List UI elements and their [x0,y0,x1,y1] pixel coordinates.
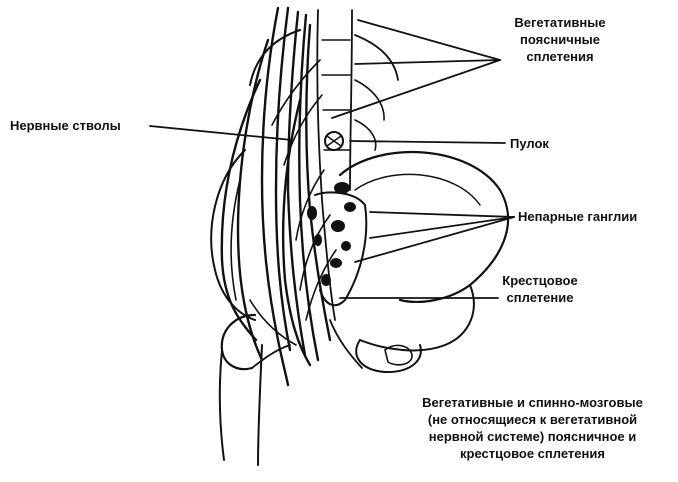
leader-ganglia-3 [355,217,514,262]
left-ilium [211,150,255,320]
iliac-crest-inner [355,174,480,205]
label-nerve-trunks: Нервные стволы [10,117,121,134]
ilium-lower [360,285,474,350]
ribs-mid [355,80,384,120]
leader-veg-lumbar-1 [358,20,500,60]
spine-left-edge [317,10,335,320]
label-bundle: Пулок [510,135,549,152]
label-sacral-line1: Крестцовое [495,272,585,289]
label-veg-lumbar-plexuses: Вегетативные поясничные сплетения [500,14,620,65]
leader-veg-lumbar-2 [355,60,500,64]
femur-head [222,315,255,369]
label-veg-lumbar-line3: сплетения [500,48,620,65]
ribs-mid-2 [355,120,376,150]
ribs-upper-2 [355,35,398,80]
label-bottom-line3: нервной системе) поясничное и [390,428,675,445]
label-veg-lumbar-line1: Вегетативные [500,14,620,31]
label-sacral-line2: сплетение [495,289,585,306]
leader-ganglia-2 [370,217,514,238]
label-bottom-line4: крестцовое сплетения [390,445,675,462]
leader-bundle [350,141,505,143]
leader-ganglia-1 [370,212,514,217]
label-unpaired-ganglia: Непарные ганглии [518,208,637,225]
pubic-arch [356,340,421,372]
spine-right-edge [350,10,352,190]
iliac-wing-outline [340,152,508,302]
ganglia-chain [307,182,356,286]
label-bottom-caption: Вегетативные и спинно-мозговые (не относ… [390,394,675,462]
label-veg-lumbar-line2: поясничные [500,31,620,48]
nerve-trunk-bundle [222,8,330,385]
leader-nerve-trunks [150,126,292,140]
label-bottom-line1: Вегетативные и спинно-мозговые [390,394,675,411]
label-sacral-plexus: Крестцовое сплетение [495,272,585,306]
femur-shaft-left [220,350,224,460]
leader-veg-lumbar-3 [332,60,500,118]
label-bottom-line2: (не относящиеся к вегетативной [390,411,675,428]
